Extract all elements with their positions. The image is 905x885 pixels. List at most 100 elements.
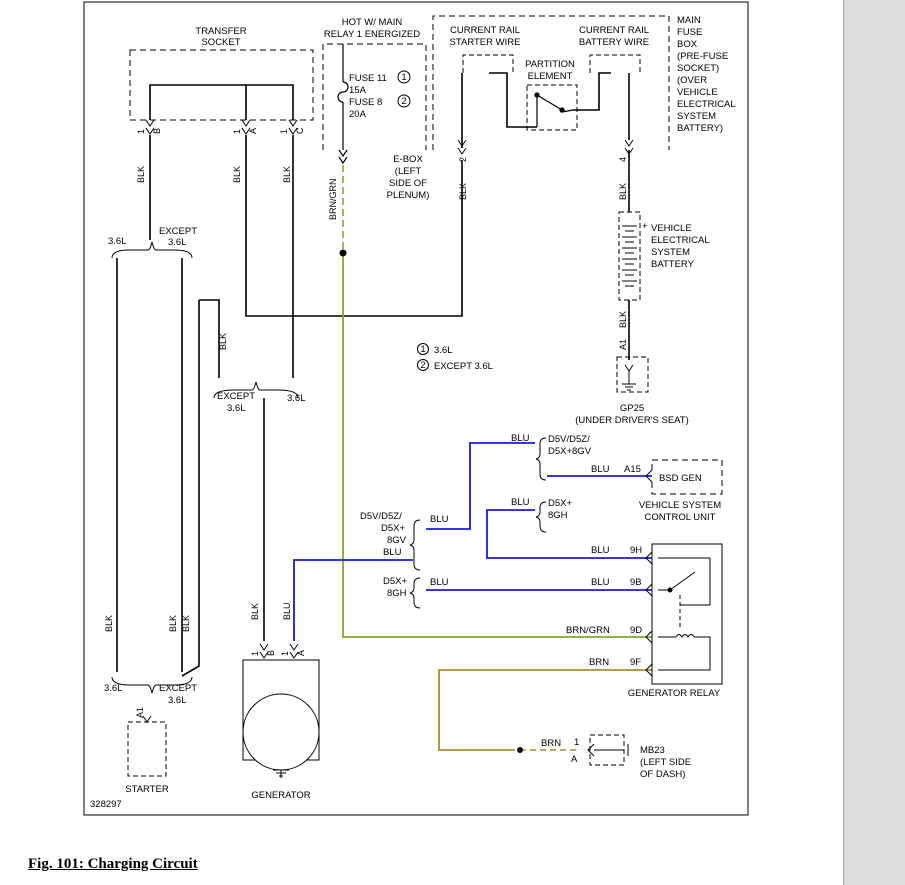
pin-starter-a1: A1 xyxy=(135,707,145,718)
split2-except: EXCEPT xyxy=(217,391,255,402)
battery-3: SYSTEM xyxy=(651,247,690,258)
blk-pin-a: BLK xyxy=(232,166,242,183)
rail-starter-1: CURRENT RAIL xyxy=(450,25,520,36)
blk-pin-c: BLK xyxy=(282,166,292,183)
mb23-3: OF DASH) xyxy=(640,769,685,780)
gp25-2: (UNDER DRIVER'S SEAT) xyxy=(575,415,689,426)
hot-label-1: HOT W/ MAIN xyxy=(342,17,403,28)
fuse11-label: FUSE 11 xyxy=(349,73,387,84)
mb23-1: MB23 xyxy=(640,745,665,756)
blu-label-a15: BLU xyxy=(591,464,610,475)
current-rail-brackets xyxy=(462,54,641,73)
fuse8-label: FUSE 8 xyxy=(349,97,382,108)
partition-1: PARTITION xyxy=(525,59,575,70)
d5x-left-2: 8GH xyxy=(387,588,407,599)
pin-ts-b: B xyxy=(152,128,162,134)
d5x-left-1: D5X+ xyxy=(383,576,407,587)
starter-label: STARTER xyxy=(125,784,169,795)
vscu-connector xyxy=(645,459,723,495)
mfb-9: SYSTEM xyxy=(677,111,716,122)
partition-switch xyxy=(534,92,574,127)
blk-except-starter-2: BLK xyxy=(181,615,191,632)
pin-mb23-1: 1 xyxy=(574,737,579,748)
battery-symbol xyxy=(618,211,641,301)
split1-except-36l: 3.6L xyxy=(168,237,187,248)
mfb-4: (PRE-FUSE xyxy=(677,51,728,62)
mfb-3: BOX xyxy=(677,39,698,50)
gp25-1: GP25 xyxy=(620,403,644,414)
starter-symbol xyxy=(127,721,167,777)
brn-label-mb23: BRN xyxy=(541,738,561,749)
ebox-2: (LEFT xyxy=(395,166,422,177)
mfb-8: ELECTRICAL xyxy=(677,99,736,110)
split3-except: EXCEPT xyxy=(159,683,197,694)
vscu-1: VEHICLE SYSTEM xyxy=(639,500,721,511)
generator-symbol xyxy=(242,643,320,778)
pin-9d: 9D xyxy=(630,625,642,636)
split1-except: EXCEPT xyxy=(159,226,197,237)
fuse8-marker: 2 xyxy=(401,96,406,107)
brn-wires xyxy=(438,669,652,751)
split-braces xyxy=(111,241,547,694)
blu-label-mid: BLU xyxy=(511,497,530,508)
fuse11-amp: 15A xyxy=(349,85,367,96)
diagram-frame xyxy=(83,1,749,816)
labels: TRANSFER SOCKET HOT W/ MAIN RELAY 1 ENER… xyxy=(90,15,736,810)
blk-pin-b: BLK xyxy=(136,166,146,183)
blu-label-left1: BLU xyxy=(430,514,449,525)
pin-gp25-a1: A1 xyxy=(618,339,628,350)
rail-battery-1: CURRENT RAIL xyxy=(579,25,649,36)
blu-label-9h: BLU xyxy=(591,545,610,556)
brn-grn-wire xyxy=(342,253,652,638)
blu-label-top: BLU xyxy=(511,433,530,444)
ebox-3: SIDE OF xyxy=(389,178,427,189)
black-wires xyxy=(116,72,630,677)
fuse8-amp: 20A xyxy=(349,109,367,120)
note1-marker: 1 xyxy=(420,344,425,355)
d5x-mid-1: D5X+ xyxy=(548,498,572,509)
pin-ts-1a: 1 xyxy=(136,129,146,134)
battery-2: ELECTRICAL xyxy=(651,235,710,246)
pin-a15: A15 xyxy=(624,464,641,475)
split2-except-36l: 3.6L xyxy=(227,403,246,414)
pin-9b: 9B xyxy=(630,577,642,588)
mfb-5: SOCKET) xyxy=(677,63,719,74)
blk-except-loop: BLK xyxy=(218,333,228,350)
split1-36l: 3.6L xyxy=(108,236,127,247)
note2-marker: 2 xyxy=(420,360,425,371)
transfer-socket-label-2: SOCKET xyxy=(201,37,240,48)
svg-text:+: + xyxy=(642,221,648,232)
vscu-2: CONTROL UNIT xyxy=(645,512,716,523)
ebox-box xyxy=(322,43,427,150)
bsd-gen: BSD GEN xyxy=(659,473,702,484)
d5v-left-1: D5V/D5Z/ xyxy=(360,511,402,522)
blu-wires xyxy=(293,442,652,641)
transfer-socket-pins xyxy=(145,119,298,135)
right-sidebar-panel xyxy=(843,0,905,885)
pin-ts-1c: 1 xyxy=(279,129,289,134)
figure-id: 328297 xyxy=(90,799,122,810)
pin-ts-c: C xyxy=(295,127,305,134)
ebox-1: E-BOX xyxy=(393,154,423,165)
d5v-left-2: D5X+ xyxy=(381,523,405,534)
gen-relay-label: GENERATOR RELAY xyxy=(628,688,721,699)
d5v-left-3: 8GV xyxy=(387,535,407,546)
vertical-labels: BLK BLK BLK BRN/GRN BLK BLK BLK A1 BLK B… xyxy=(104,127,628,718)
rail-starter-2: STARTER WIRE xyxy=(450,37,521,48)
d5v-left-4: BLU xyxy=(383,547,402,558)
battery-1: VEHICLE xyxy=(651,223,692,234)
pin-mb23-a: A xyxy=(571,754,578,765)
pin-gen-a: A xyxy=(296,650,306,656)
mfb-2: FUSE xyxy=(677,27,702,38)
fuse-symbol xyxy=(337,44,349,165)
blu-generator: BLU xyxy=(282,602,292,620)
blu-label-9b: BLU xyxy=(591,577,610,588)
transfer-socket-label-1: TRANSFER xyxy=(195,26,246,37)
transfer-socket-box xyxy=(129,49,314,121)
split2-36l: 3.6L xyxy=(287,393,306,404)
blk-battery-lower: BLK xyxy=(618,311,628,328)
brn-grn-vertical: BRN/GRN xyxy=(328,178,338,220)
split3-36l: 3.6L xyxy=(104,683,123,694)
hot-label-2: RELAY 1 ENERGIZED xyxy=(324,29,420,40)
